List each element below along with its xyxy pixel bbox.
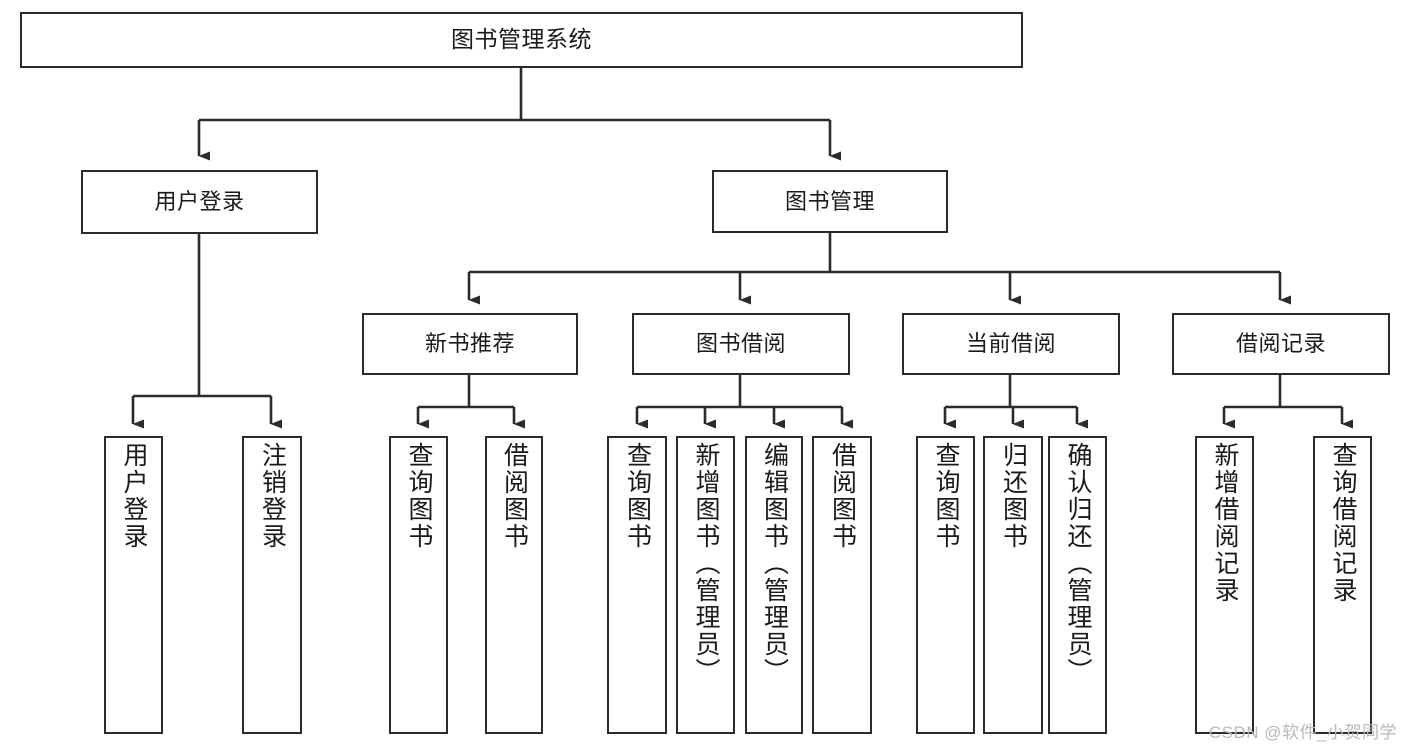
leaf-user-login-label: 用户登录 bbox=[120, 442, 148, 550]
leaf-query-record-label: 查询借阅记录 bbox=[1329, 442, 1357, 604]
node-book-borrow-label: 图书借阅 bbox=[695, 331, 786, 357]
leaf-add-record[interactable]: 新增借阅记录 bbox=[1195, 436, 1254, 734]
leaf-return-book-label: 归还图书 bbox=[999, 442, 1028, 550]
leaf-borrow-book-2-label: 借阅图书 bbox=[828, 442, 857, 550]
leaf-query-book-1-label: 查询图书 bbox=[405, 442, 433, 550]
node-borrow-record[interactable]: 借阅记录 bbox=[1172, 313, 1390, 375]
leaf-query-book-3-label: 查询图书 bbox=[932, 442, 960, 550]
leaf-query-book-1[interactable]: 查询图书 bbox=[389, 436, 448, 734]
leaf-query-record[interactable]: 查询借阅记录 bbox=[1313, 436, 1372, 734]
node-root-label: 图书管理系统 bbox=[451, 26, 592, 53]
node-root[interactable]: 图书管理系统 bbox=[20, 12, 1023, 68]
node-current-borrow-label: 当前借阅 bbox=[965, 331, 1056, 357]
node-book-manage[interactable]: 图书管理 bbox=[712, 170, 948, 233]
watermark: CSDN @软件_小贺同学 bbox=[1208, 723, 1397, 742]
leaf-add-record-label: 新增借阅记录 bbox=[1211, 442, 1239, 604]
leaf-add-book[interactable]: 新增图书（管理员） bbox=[676, 436, 735, 734]
node-user-login[interactable]: 用户登录 bbox=[81, 170, 318, 234]
node-user-login-label: 用户登录 bbox=[154, 189, 245, 215]
leaf-borrow-book-1-label: 借阅图书 bbox=[500, 442, 529, 550]
node-new-book-recommend[interactable]: 新书推荐 bbox=[362, 313, 578, 375]
leaf-query-book-3[interactable]: 查询图书 bbox=[916, 436, 975, 734]
leaf-logout[interactable]: 注销登录 bbox=[242, 436, 302, 734]
node-book-manage-label: 图书管理 bbox=[784, 188, 875, 214]
node-borrow-record-label: 借阅记录 bbox=[1235, 331, 1326, 357]
leaf-edit-book[interactable]: 编辑图书（管理员） bbox=[745, 436, 803, 734]
leaf-return-book[interactable]: 归还图书 bbox=[983, 436, 1043, 734]
node-book-borrow[interactable]: 图书借阅 bbox=[632, 313, 850, 375]
leaf-user-login[interactable]: 用户登录 bbox=[104, 436, 163, 734]
node-new-book-recommend-label: 新书推荐 bbox=[424, 331, 515, 357]
leaf-edit-book-label: 编辑图书（管理员） bbox=[760, 442, 789, 685]
leaf-borrow-book-1[interactable]: 借阅图书 bbox=[485, 436, 543, 734]
leaf-logout-label: 注销登录 bbox=[258, 442, 287, 550]
node-current-borrow[interactable]: 当前借阅 bbox=[902, 313, 1120, 375]
leaf-confirm-return-label: 确认归还（管理员） bbox=[1064, 442, 1092, 685]
leaf-confirm-return[interactable]: 确认归还（管理员） bbox=[1048, 436, 1107, 734]
leaf-query-book-2-label: 查询图书 bbox=[623, 442, 652, 550]
leaf-query-book-2[interactable]: 查询图书 bbox=[607, 436, 667, 734]
leaf-add-book-label: 新增图书（管理员） bbox=[692, 442, 720, 685]
leaf-borrow-book-2[interactable]: 借阅图书 bbox=[812, 436, 872, 734]
